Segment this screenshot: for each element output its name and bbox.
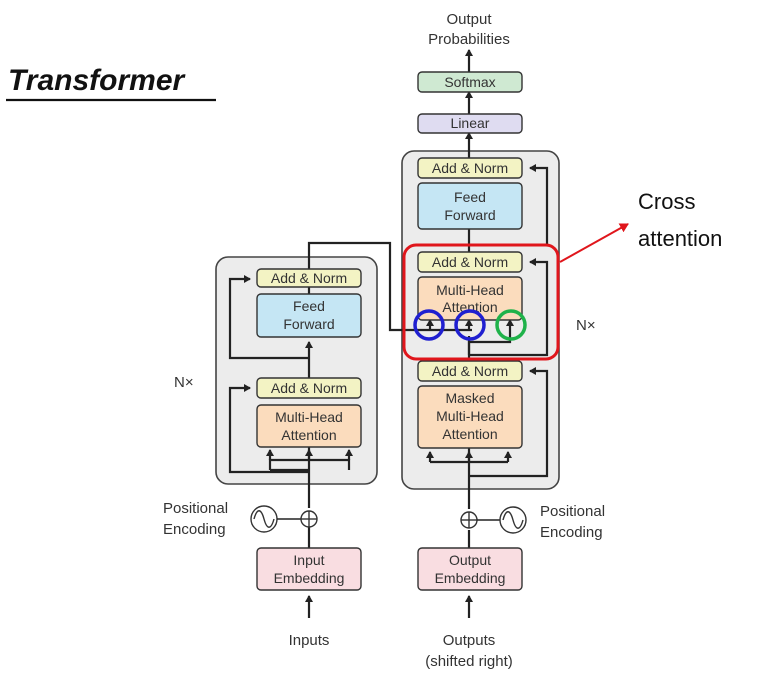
encoder-add-norm-bottom-label: Add & Norm xyxy=(271,380,347,396)
inputs-label: Inputs xyxy=(289,632,330,649)
decoder-masked-line2: Multi-Head xyxy=(436,408,504,424)
cross-attention-arrow xyxy=(559,223,629,263)
input-embedding-line2: Embedding xyxy=(274,570,345,586)
input-embedding-box xyxy=(256,547,362,591)
decoder-feed-forward xyxy=(417,182,523,230)
encoder-feed-forward xyxy=(256,293,362,338)
decoder-cross-attention xyxy=(417,276,523,321)
query-circle-blue-2 xyxy=(454,309,486,341)
output-embedding-line1: Output xyxy=(449,552,491,568)
decoder-nx-label: N× xyxy=(576,317,596,334)
encoder-nx-label: N× xyxy=(174,374,194,391)
pos-enc-left-line1: Positional xyxy=(163,500,228,517)
decoder-ff-line2: Forward xyxy=(444,207,495,223)
decoder-cross-line1: Multi-Head xyxy=(436,282,504,298)
page-title: Transformer xyxy=(8,64,187,97)
output-embedding-line2: Embedding xyxy=(435,570,506,586)
decoder-add-norm-bottom xyxy=(417,360,523,382)
softmax-box xyxy=(417,71,523,93)
query-circle-blue-1 xyxy=(413,309,445,341)
decoder-add-norm-top-label: Add & Norm xyxy=(432,160,508,176)
output-label-line1: Output xyxy=(446,11,492,28)
cross-attention-highlight xyxy=(402,243,560,361)
encoder-ff-line1: Feed xyxy=(293,298,325,314)
output-embedding-box xyxy=(417,547,523,591)
decoder-add-norm-bottom-label: Add & Norm xyxy=(432,363,508,379)
decoder-add-norm-top xyxy=(417,157,523,179)
decoder-add-norm-mid-label: Add & Norm xyxy=(432,254,508,270)
pos-enc-left-line2: Encoding xyxy=(163,521,226,538)
encoder-mha-line2: Attention xyxy=(281,427,336,443)
encoder-ff-line2: Forward xyxy=(283,316,334,332)
cross-attention-label-line2: attention xyxy=(638,226,722,251)
pos-enc-right-line1: Positional xyxy=(540,503,605,520)
decoder-ff-line1: Feed xyxy=(454,189,486,205)
decoder-add-norm-mid xyxy=(417,251,523,273)
decoder-masked-attention xyxy=(417,385,523,449)
encoder-multi-head-attention xyxy=(256,404,362,448)
encoder-mha-line1: Multi-Head xyxy=(275,409,343,425)
cross-attention-label-line1: Cross xyxy=(638,189,695,214)
outputs-label-line2: (shifted right) xyxy=(425,653,513,670)
output-label-line2: Probabilities xyxy=(428,31,510,48)
outputs-label-line1: Outputs xyxy=(443,632,496,649)
decoder-masked-line1: Masked xyxy=(445,390,494,406)
decoder-cross-line2: Attention xyxy=(442,299,497,315)
input-embedding-line1: Input xyxy=(293,552,324,568)
linear-label: Linear xyxy=(451,115,490,131)
decoder-masked-line3: Attention xyxy=(442,426,497,442)
encoder-add-norm-bottom xyxy=(256,377,362,399)
encoder-add-norm-top xyxy=(256,268,362,288)
softmax-label: Softmax xyxy=(444,74,495,90)
encoder-add-norm-top-label: Add & Norm xyxy=(271,270,347,286)
key-circle-green xyxy=(495,309,527,341)
encoder-stack xyxy=(215,256,378,485)
linear-box xyxy=(417,113,523,134)
pos-enc-right-line2: Encoding xyxy=(540,524,603,541)
